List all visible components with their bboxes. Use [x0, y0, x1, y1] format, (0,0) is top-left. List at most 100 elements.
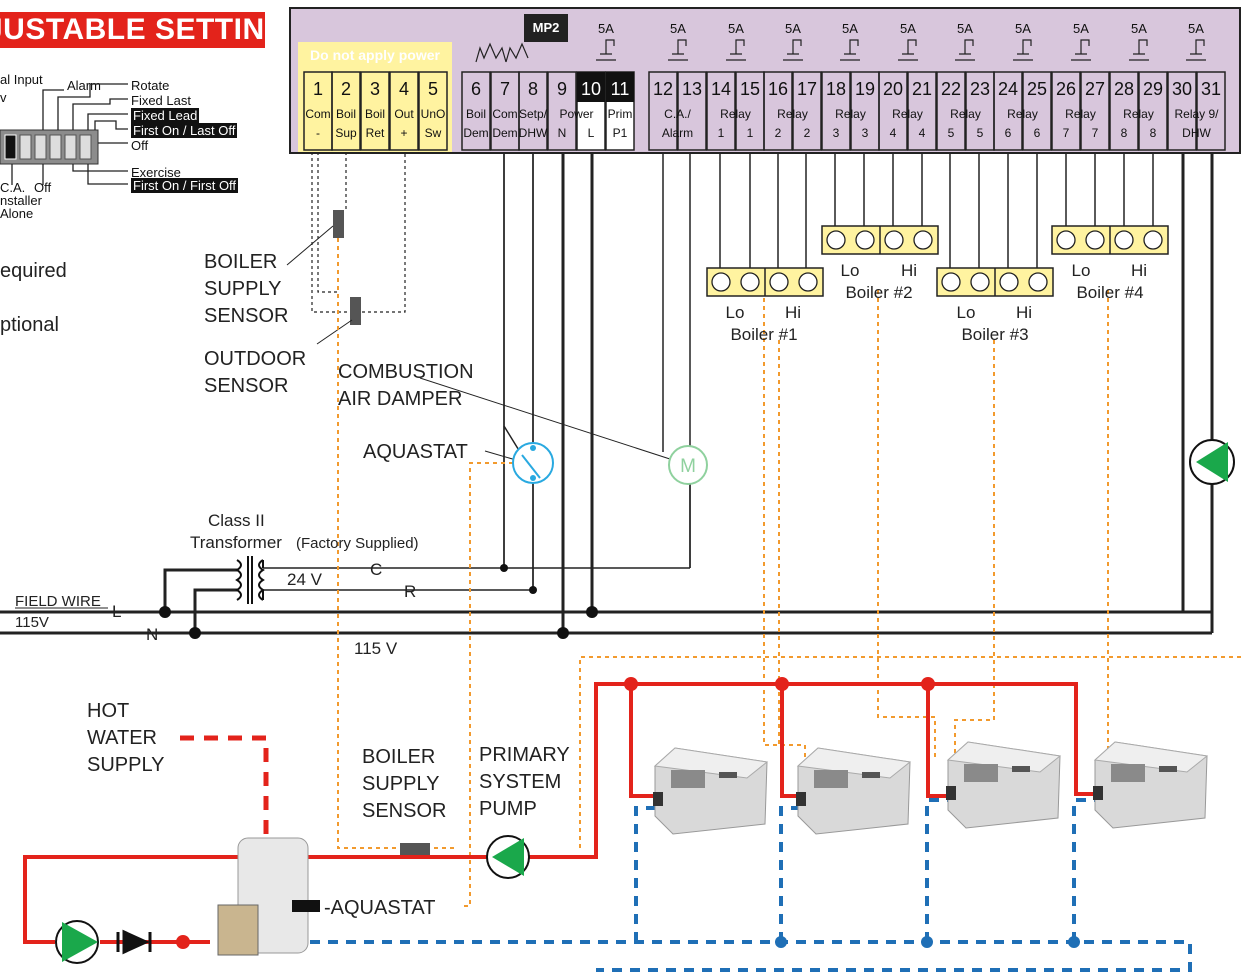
relay-contact-icon: [783, 39, 803, 61]
boiler-name-label: Boiler #1: [730, 325, 797, 344]
terminal-group-sublabel-a: 3: [833, 126, 840, 140]
boiler-supply-sensor-pipe-icon: [400, 843, 430, 855]
terminal-number: 21: [912, 79, 932, 99]
boiler-unit-icon: [796, 747, 912, 835]
outdoor-sensor-label-2: SENSOR: [204, 375, 288, 397]
optional-note: ptional: [0, 314, 59, 336]
controller-warning: Do not apply power: [310, 47, 440, 63]
dip-fixed-last-label: Fixed Last: [131, 93, 191, 108]
terminal-group-sublabel-b: 4: [919, 126, 926, 140]
terminal-number: 23: [970, 79, 990, 99]
terminal-number: 27: [1085, 79, 1105, 99]
terminal-group-sublabel: Ret: [366, 126, 385, 140]
primary-system-pump-label-2: SYSTEM: [479, 771, 561, 793]
terminal-group-label: Relay: [1123, 107, 1154, 121]
terminal-group-label: Relay: [950, 107, 981, 121]
terminal-group-label: Relay 9/: [1174, 107, 1219, 121]
fuse-rating-label: 5A: [842, 21, 858, 36]
boiler-unit-icon: [653, 747, 769, 835]
dip-exercise-label: Exercise: [131, 165, 181, 180]
dip-fixed-lead-label: Fixed Lead: [131, 108, 200, 123]
c-label: C: [370, 560, 382, 579]
terminal-group-label: Com: [492, 107, 517, 121]
terminal-number: 24: [998, 79, 1018, 99]
terminal-group-sublabel: -: [316, 126, 320, 140]
terminal-group-label: C.A./: [664, 107, 691, 121]
class2-label: Class II: [208, 511, 265, 530]
combustion-air-damper-label-2: AIR DAMPER: [338, 388, 462, 410]
terminal-group-sublabel-b: 8: [1150, 126, 1157, 140]
dip-alarm-label: Alarm: [67, 78, 101, 93]
terminal-number: 29: [1143, 79, 1163, 99]
115v-label: 115V: [15, 614, 49, 631]
aquastat-label: AQUASTAT: [363, 441, 468, 463]
aquastat2-label: -AQUASTAT: [324, 897, 435, 919]
relay-contact-icon: [596, 39, 616, 61]
terminal-number: 19: [855, 79, 875, 99]
transformer-label: Transformer: [190, 533, 282, 552]
damper-motor-icon: [668, 445, 708, 485]
terminal-number: 1: [313, 79, 323, 99]
terminal-number: 13: [682, 79, 702, 99]
terminal-group-sublabel: Dem: [463, 126, 488, 140]
terminal-group-label: Out: [394, 107, 414, 121]
terminal-group-label: Setp/: [519, 107, 548, 121]
combustion-air-damper-label-1: COMBUSTION: [338, 361, 474, 383]
check-valve-icon: [116, 929, 152, 955]
boiler-unit-icon: [946, 741, 1062, 829]
n-label: N: [146, 625, 158, 644]
sensor-wires: [311, 152, 406, 313]
terminal-group-sublabel-a: 7: [1063, 126, 1070, 140]
terminal-group-label: Power: [559, 107, 593, 121]
boiler-lo-label: Lo: [1072, 261, 1091, 280]
boiler-hi-label: Hi: [1131, 261, 1147, 280]
boiler-supply-sensor-label-3: SENSOR: [204, 305, 288, 327]
boiler-supply-sensor2-label-1: BOILER: [362, 746, 435, 768]
terminal-number: 28: [1114, 79, 1134, 99]
signal-wiring: [337, 238, 1243, 907]
boiler-hi-label: Hi: [785, 303, 801, 322]
fuse-rating-label: 5A: [670, 21, 686, 36]
terminal-group-label: Relay: [777, 107, 808, 121]
outdoor-sensor-icon: [350, 297, 361, 325]
boiler-lo-label: Lo: [957, 303, 976, 322]
fuse-rating-label: 5A: [957, 21, 973, 36]
boiler-supply-sensor-label-1: BOILER: [204, 251, 277, 273]
dip-rotate-label: Rotate: [131, 78, 170, 93]
terminal-number: 2: [341, 79, 351, 99]
115v-main-label: 115 V: [354, 639, 398, 658]
boiler-lo-label: Lo: [726, 303, 745, 322]
hot-water-supply-label-3: SUPPLY: [87, 754, 164, 776]
terminal-number: 5: [428, 79, 438, 99]
boiler-name-label: Boiler #3: [961, 325, 1028, 344]
relay-contact-icon: [898, 39, 918, 61]
boiler-supply-sensor2-label-2: SUPPLY: [362, 773, 439, 795]
terminal-group-sublabel: +: [400, 126, 407, 140]
dip-alone-label: Alone: [0, 206, 34, 221]
v24-label: 24 V: [287, 570, 323, 589]
return-pipe-tees: [775, 936, 1080, 948]
damper-motor-label: M: [680, 456, 696, 477]
relay-contact-icon: [1129, 39, 1149, 61]
terminal-group-label: Relay: [720, 107, 751, 121]
boiler-hi-label: Hi: [901, 261, 917, 280]
dip-first-on-last-off-label: First On / Last Off: [131, 123, 238, 138]
dip-off2-label: Off: [34, 180, 52, 195]
r-label: R: [404, 582, 416, 601]
terminal-group-label: Relay: [1007, 107, 1038, 121]
terminal-number: 30: [1172, 79, 1192, 99]
boiler-hi-label: Hi: [1016, 303, 1032, 322]
fuse-rating-label: 5A: [1131, 21, 1147, 36]
terminal-group-sublabel-b: 2: [804, 126, 811, 140]
terminal-number: 8: [528, 79, 538, 99]
primary-system-pump-label-3: PUMP: [479, 798, 537, 820]
boiler-name-label: Boiler #2: [845, 283, 912, 302]
boiler-supply-sensor-label-2: SUPPLY: [204, 278, 281, 300]
terminal-group-sublabel-a: 5: [948, 126, 955, 140]
terminal-group-sublabel-a: 6: [1005, 126, 1012, 140]
dip-installer-label: nstaller: [0, 193, 42, 208]
dhw-pump-icon: [1189, 439, 1235, 485]
fuse-rating-label: 5A: [1188, 21, 1204, 36]
boiler-supply-sensor-icon: [333, 210, 344, 238]
